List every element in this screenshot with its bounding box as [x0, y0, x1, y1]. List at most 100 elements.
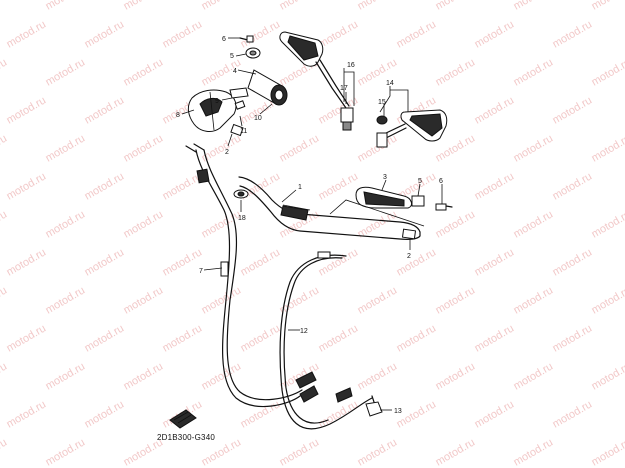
- watermark-text: motod.ru: [5, 322, 49, 354]
- watermark-text: motod.ru: [356, 284, 400, 316]
- watermark-text: motod.ru: [122, 284, 166, 316]
- watermark-text: motod.ru: [278, 132, 322, 164]
- watermark-text: motod.ru: [239, 246, 283, 278]
- callout-2-left: 2: [225, 149, 229, 156]
- watermark-text: motod.ru: [83, 246, 127, 278]
- callout-2-right: 2: [407, 253, 411, 260]
- watermark-text: motod.ru: [83, 94, 127, 126]
- callout-9: 9: [215, 98, 219, 105]
- watermark-text: motod.ru: [5, 170, 49, 202]
- watermark-text: motod.ru: [44, 0, 88, 13]
- watermark-text: motod.ru: [512, 436, 556, 468]
- watermark-text: motod.ru: [512, 360, 556, 392]
- watermark-text: motod.ru: [473, 170, 517, 202]
- watermark-text: motod.ru: [434, 284, 478, 316]
- watermark-text: motod.ru: [83, 322, 127, 354]
- watermark-text: motod.ru: [44, 132, 88, 164]
- watermark-text: motod.ru: [551, 94, 595, 126]
- watermark-text: motod.ru: [590, 0, 625, 13]
- callout-numbers: 1 2 2 3 4 5 6 7 8 9 10 11 12 13 14 15 16…: [176, 36, 443, 415]
- watermark-text: motod.ru: [278, 436, 322, 468]
- watermark-text: motod.ru: [590, 56, 625, 88]
- callout-7: 7: [199, 268, 203, 275]
- watermark-text: motod.ru: [83, 170, 127, 202]
- watermark-text: motod.ru: [161, 322, 205, 354]
- handlebar-part: [238, 176, 421, 240]
- watermark-text: motod.ru: [473, 246, 517, 278]
- cable-holder: [365, 395, 383, 417]
- watermark-text: motod.ru: [356, 360, 400, 392]
- watermark-text: motod.ru: [83, 18, 127, 50]
- callout-6-left: 6: [222, 36, 226, 43]
- watermark-text: motod.ru: [512, 132, 556, 164]
- throttle-cables: [185, 143, 319, 407]
- watermark-text: motod.ru: [317, 322, 361, 354]
- callout-5-right: 5: [418, 178, 422, 185]
- diagram-code: 2D1B300-G340: [157, 433, 215, 442]
- watermark-text: motod.ru: [512, 0, 556, 13]
- watermark-text: motod.ru: [590, 132, 625, 164]
- watermark-text: motod.ru: [44, 360, 88, 392]
- callout-8: 8: [176, 112, 180, 119]
- watermark-text: motod.ru: [122, 360, 166, 392]
- callout-3: 3: [383, 174, 387, 181]
- watermark-text: motod.ru: [551, 18, 595, 50]
- watermark-text: motod.ru: [473, 322, 517, 354]
- watermark-text: motod.ru: [5, 398, 49, 430]
- watermark-text: motod.ru: [44, 436, 88, 468]
- watermark-text: motod.ru: [551, 170, 595, 202]
- watermark-text: motod.ru: [317, 94, 361, 126]
- watermark-text: motod.ru: [434, 56, 478, 88]
- watermark-text: motod.ru: [473, 94, 517, 126]
- callout-13: 13: [394, 408, 402, 415]
- watermark-text: motod.ru: [434, 436, 478, 468]
- watermark-text: motod.ru: [551, 322, 595, 354]
- front-arrow-icon: [169, 409, 197, 429]
- left-switch-housing: [187, 89, 246, 132]
- callout-16: 16: [347, 62, 355, 69]
- watermark-text: motod.ru: [0, 0, 9, 13]
- callout-11: 11: [240, 128, 247, 135]
- watermark-text: motod.ru: [5, 94, 49, 126]
- watermark-text: motod.ru: [0, 360, 9, 392]
- watermark-text: motod.ru: [434, 0, 478, 13]
- clutch-cable: [279, 251, 373, 430]
- watermark-text: motod.ru: [590, 436, 625, 468]
- watermark-text: motod.ru: [0, 284, 9, 316]
- watermark-text: motod.ru: [44, 284, 88, 316]
- watermark-text: motod.ru: [590, 360, 625, 392]
- leader-lines: [181, 37, 443, 411]
- watermark-text: motod.ru: [473, 398, 517, 430]
- watermark-text: motod.ru: [551, 246, 595, 278]
- watermark-text: motod.ru: [5, 246, 49, 278]
- callout-5-left: 5: [230, 53, 234, 60]
- watermark-text: motod.ru: [122, 208, 166, 240]
- watermark-text: motod.ru: [239, 18, 283, 50]
- watermark-text: motod.ru: [0, 56, 9, 88]
- watermark-text: motod.ru: [278, 0, 322, 13]
- watermark-text: motod.ru: [122, 0, 166, 13]
- callout-12: 12: [300, 328, 308, 335]
- callout-17: 17: [340, 85, 348, 92]
- right-grip: [355, 186, 453, 211]
- callout-4: 4: [233, 68, 237, 75]
- watermark-text: motod.ru: [512, 208, 556, 240]
- watermark-text: motod.ru: [317, 398, 361, 430]
- watermark-text: motod.ru: [551, 398, 595, 430]
- watermark-text: motod.ru: [395, 322, 439, 354]
- watermark-text: motod.ru: [161, 18, 205, 50]
- callout-15: 15: [378, 99, 386, 106]
- watermark-text: motod.ru: [278, 284, 322, 316]
- watermark-text: motod.ru: [122, 56, 166, 88]
- callout-10: 10: [254, 115, 262, 122]
- watermark-text: motod.ru: [356, 0, 400, 13]
- watermark-text: motod.ru: [512, 284, 556, 316]
- watermark-text: motod.ru: [200, 0, 244, 13]
- callout-18: 18: [238, 215, 246, 222]
- watermark-text: motod.ru: [317, 18, 361, 50]
- watermark-text: motod.ru: [239, 322, 283, 354]
- watermark-text: motod.ru: [590, 208, 625, 240]
